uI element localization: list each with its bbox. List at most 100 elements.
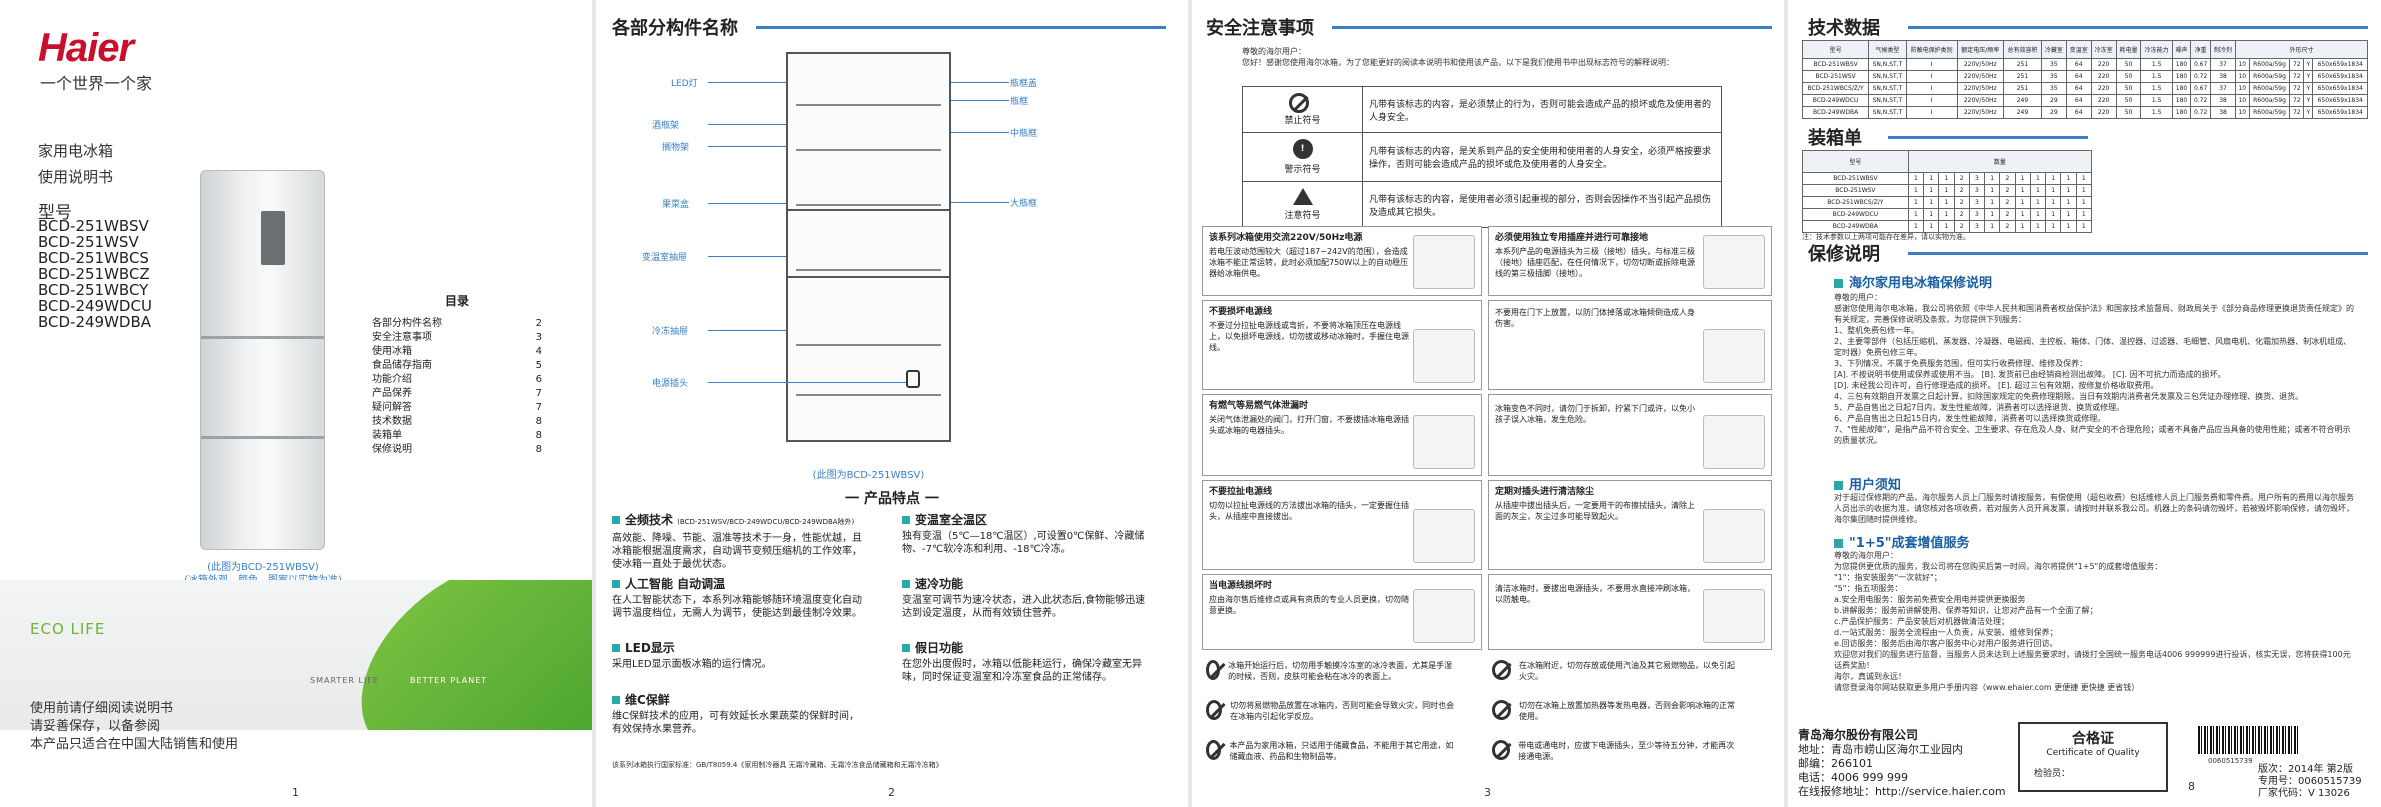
plug-illustration (1413, 509, 1475, 563)
prohibit-symbol-cell: 禁止符号 (1242, 86, 1363, 133)
warranty-text: 尊敬的用户： 感谢您使用海尔电冰箱，我公司将依照《中华人民共和国消费者权益保护法… (1834, 293, 2354, 445)
cord-illustration (1413, 329, 1475, 383)
fridge-image (200, 170, 325, 550)
version-info: 版次：2014年 第2版 专用号：0060515739 厂家代码：V 13026 (2258, 764, 2362, 799)
section-title: 安全注意事项 (1206, 18, 1314, 39)
water-illustration (1703, 589, 1765, 643)
door-illustration (1703, 329, 1765, 383)
fridge-diagram (786, 52, 951, 442)
label-large-frame: 大瓶框 (1010, 199, 1038, 209)
packing-note: 注：技术参数以上两项可能存在差异，请以实物为准。 (1802, 233, 1970, 241)
service-link[interactable]: 在线报修地址：http://service.haier.com (1798, 785, 2006, 798)
safety-cell: 冰箱变色不同时，请勿门于拆卸，拧紧下门或许，以免小孩子误入冰箱，发生危险。 (1488, 394, 1772, 476)
label-variable-drawer: 变温室抽屉 (642, 253, 688, 263)
manual-title: 使用说明书 (38, 168, 114, 186)
label-wine-rack: 酒瓶架 (652, 121, 680, 131)
safety-cell: 不要用在门下上放置，以防门体掉落或冰箱倾倒造成人身伤害。 (1488, 300, 1772, 390)
bullet-icon (1834, 481, 1843, 490)
prohibition-item: 切勿将易燃物品放置在冰箱内，否则可能会导致火灾，同时也会在冰箱内引起化学反应。 (1206, 700, 1456, 722)
socket-illustration (1413, 235, 1475, 289)
label-led-light: LED灯 (671, 79, 698, 89)
feature-block: LED显示 采用LED显示面板冰箱的运行情况。 (612, 641, 772, 670)
product-type: 家用电冰箱 (38, 142, 114, 160)
slogan: 一个世界一个家 (40, 74, 153, 93)
label-bottle-frame-cover: 瓶框盖 (1010, 79, 1038, 89)
notice-heading: 用户须知 (1834, 474, 1901, 493)
safety-cell: 不要拉扯电源线切勿以拉扯电源线的方法拔出冰箱的插头，一定要握住插头，从插座中直接… (1202, 480, 1482, 570)
company-name: 青岛海尔股份有限公司 (1798, 728, 1919, 742)
prohibition-item: 在冰箱附近，切勿存放或使用汽油及其它易燃物品，以免引起火灾。 (1492, 660, 1742, 682)
prohibit-icon (1492, 700, 1512, 720)
prohibit-icon (1492, 740, 1511, 760)
feature-block: 维C保鲜 维C保鲜技术的应用，可有效延长水果蔬菜的保鲜时间，有效保持水果营养。 (612, 693, 859, 735)
feature-block: 变温室全温区 独有变温（5℃—18℃温区）,可设置0℃保鲜、冷藏储物、-7℃软冷… (902, 513, 1145, 555)
bullet-icon (1834, 279, 1843, 288)
cover-footer: 使用前请仔细阅读说明书 请妥善保存，以备参阅 本产品只适合在中国大陆销售和使用 (30, 701, 239, 752)
spec-table: 型号气候类型防触电保护类别额定电压/频率总有效容积冷藏室变温室冷冻室耗电量冷冻能… (1801, 40, 2369, 119)
bullet-icon (612, 696, 620, 704)
safety-cell: 有燃气等易燃气体泄漏时关闭气体泄漏处的阀门，打开门窗，不要拔插冰箱电源插头或冰箱… (1202, 394, 1482, 476)
toc-title: 目录 (444, 294, 469, 308)
notice-text: 对于超过保修期的产品，海尔服务人员上门服务时请按服务，有偿使用（超包收费）包括维… (1834, 493, 2354, 524)
bullet-icon (1834, 539, 1843, 548)
packing-title: 装箱单 (1808, 128, 1862, 149)
gas-illustration (1413, 415, 1475, 469)
feature-block: 假日功能 在您外出度假时，冰箱以低能耗运行，确保冷藏室无异味，同时保证变温室和冷… (902, 641, 1142, 683)
caution-symbol-cell: 注意符号 (1242, 181, 1363, 228)
prohibition-item: 带电或通电时，应拔下电源插头，至少等待五分钟，才能再次接通电源。 (1492, 740, 1742, 762)
safety-cell: 当电源线损坏时应由海尔售后维修点或具有资质的专业人员更换，切勿随意更换。 (1202, 574, 1482, 650)
warranty-title: 保修说明 (1808, 244, 1880, 265)
child-illustration (1703, 415, 1765, 469)
display-panel (261, 211, 285, 265)
page-number: 2 (888, 786, 895, 799)
service-heading: "1+5"成套增值服务 (1834, 532, 1970, 551)
image-caption: (此图为BCD-251WBSV) (207, 562, 319, 573)
standard-note: 该系列冰箱执行国家标准：GB/T8059.4《家用制冷器具 无霜冷藏箱、无霜冷冻… (612, 761, 943, 769)
feature-block: 速冷功能 变温室可调节为速冷状态，进入此状态后,食物能够迅速达到设定温度，从而有… (902, 577, 1146, 619)
page-number: 1 (292, 786, 299, 799)
warning-symbol-cell: !警示符号 (1242, 132, 1363, 182)
prohibition-item: 本产品为家用冰箱，只适用于储藏食品，不能用于其它用途，如储藏血液、药品和生物制品… (1206, 740, 1456, 762)
safety-page: 安全注意事项 尊敬的海尔用户： 您好！感谢您使用海尔冰箱，为了您能更好的阅读本说… (1192, 0, 1784, 807)
cover-page: Haier 一个世界一个家 家用电冰箱 使用说明书 型号 BCD-251WBSV… (0, 0, 592, 807)
spec-warranty-page: 技术数据 型号气候类型防触电保护类别额定电压/频率总有效容积冷藏室变温室冷冻室耗… (1788, 0, 2381, 807)
model-item: BCD-251WSV (38, 233, 139, 251)
eco-life-logo: ECO LIFE (30, 620, 106, 638)
haier-logo: Haier (38, 26, 134, 70)
label-crisper: 果菜盒 (662, 200, 690, 210)
model-label: 型号 (38, 203, 72, 223)
bullet-icon (612, 516, 620, 524)
prohibition-item: 冰箱开始运行后，切勿用手触摸冷冻室的冰冷表面，尤其是手湿的时候，否则，皮肤可能会… (1206, 660, 1456, 682)
bullet-icon (902, 516, 910, 524)
bullet-icon (902, 644, 910, 652)
page-number: 3 (1484, 786, 1491, 799)
model-item: BCD-251WBCS (38, 249, 149, 267)
model-item: BCD-251WBSV (38, 217, 149, 235)
caution-icon (1292, 188, 1313, 205)
feature-block: 全频技术 (BCD-251WSV/BCD-249WDCU/BCD-249WDBA… (612, 513, 862, 570)
section-title: 各部分构件名称 (612, 18, 738, 39)
company-info: 青岛海尔股份有限公司 地址：青岛市崂山区海尔工业园内 邮编：266101 电话：… (1798, 728, 2006, 798)
bullet-icon (612, 644, 620, 652)
safety-cell: 必须使用独立专用插座并进行可靠接地本系列产品的电源插头为三极（接地）插头，与标准… (1488, 226, 1772, 296)
prohibit-icon (1288, 93, 1309, 113)
model-item: BCD-249WDBA (38, 313, 152, 331)
quality-certificate: 合格证 Certificate of Quality 检验员： (2018, 722, 2168, 792)
